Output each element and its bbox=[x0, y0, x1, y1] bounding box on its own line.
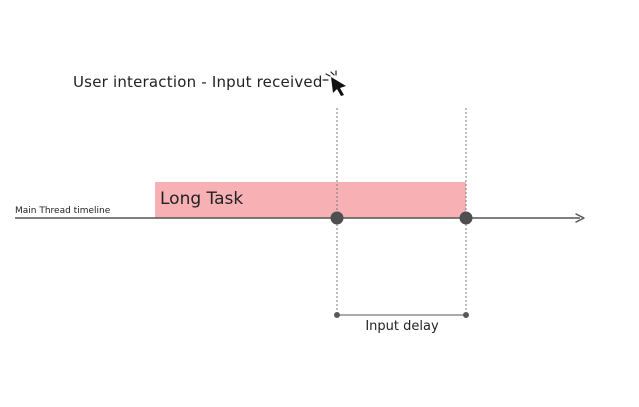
cursor-click-icon bbox=[322, 70, 346, 96]
input-delay-start-cap bbox=[334, 312, 340, 318]
user-interaction-title: User interaction - Input received bbox=[73, 73, 323, 91]
input-delay-label: Input delay bbox=[365, 319, 439, 334]
input-delay-end-cap bbox=[463, 312, 469, 318]
input-received-marker bbox=[330, 211, 344, 225]
task-end-marker bbox=[459, 211, 473, 225]
long-task-block bbox=[155, 182, 466, 218]
timeline-arrowhead bbox=[575, 213, 585, 223]
main-thread-timeline-label: Main Thread timeline bbox=[15, 206, 111, 216]
long-task-label: Long Task bbox=[160, 189, 244, 209]
